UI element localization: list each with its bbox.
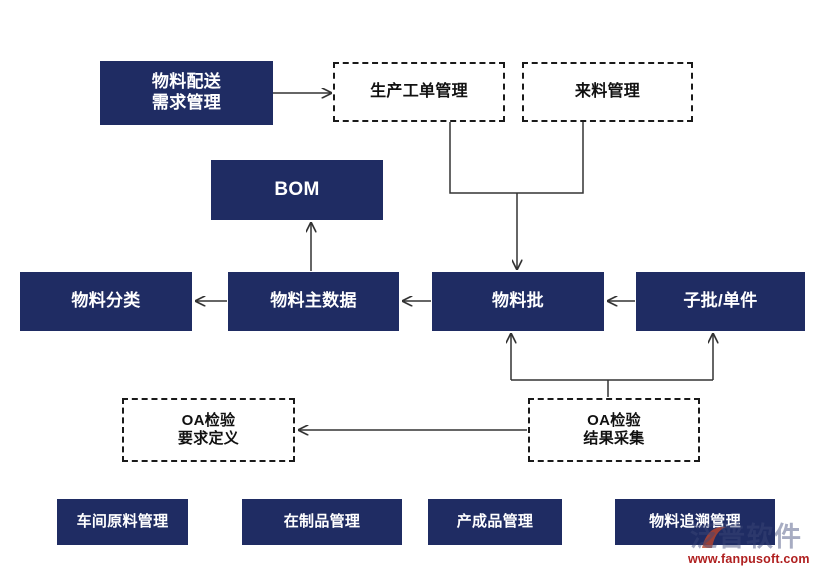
node-label-finished-goods: 产成品管理 — [456, 512, 534, 530]
node-material-batch[interactable]: 物料批 — [432, 272, 604, 331]
node-label-sub-batch-unit: 子批/单件 — [683, 291, 758, 311]
watermark-url: www.fanpusoft.com — [688, 552, 810, 566]
node-label-bom: BOM — [274, 179, 320, 201]
node-label-material-delivery-demand: 物料配送 需求管理 — [151, 72, 222, 112]
node-finished-goods[interactable]: 产成品管理 — [428, 499, 562, 545]
node-label-material-category: 物料分类 — [71, 291, 141, 311]
node-workshop-raw-material[interactable]: 车间原料管理 — [57, 499, 188, 545]
node-production-work-order[interactable]: 生产工单管理 — [333, 62, 505, 122]
node-material-traceability[interactable]: 物料追溯管理 — [615, 499, 775, 545]
node-label-workshop-raw-material: 车间原料管理 — [76, 512, 169, 530]
node-oa-inspection-requirement[interactable]: OA检验 要求定义 — [122, 398, 295, 462]
node-label-wip-management: 在制品管理 — [283, 512, 361, 530]
node-material-master-data[interactable]: 物料主数据 — [228, 272, 399, 331]
node-label-oa-inspection-result: OA检验 结果采集 — [583, 411, 645, 447]
node-oa-inspection-result[interactable]: OA检验 结果采集 — [528, 398, 700, 462]
node-label-production-work-order: 生产工单管理 — [370, 83, 468, 101]
node-sub-batch-unit[interactable]: 子批/单件 — [636, 272, 805, 331]
edge-workorder-merge-bracket — [449, 122, 584, 194]
node-label-incoming-material: 来料管理 — [574, 83, 641, 101]
node-material-delivery-demand[interactable]: 物料配送 需求管理 — [100, 61, 273, 125]
node-label-oa-inspection-requirement: OA检验 要求定义 — [177, 411, 240, 447]
node-bom[interactable]: BOM — [211, 160, 383, 220]
node-wip-management[interactable]: 在制品管理 — [242, 499, 402, 545]
node-label-material-master-data: 物料主数据 — [270, 291, 357, 311]
node-material-category[interactable]: 物料分类 — [20, 272, 192, 331]
node-label-material-traceability: 物料追溯管理 — [649, 512, 741, 530]
node-incoming-material[interactable]: 来料管理 — [522, 62, 693, 122]
node-label-material-batch: 物料批 — [492, 291, 544, 311]
